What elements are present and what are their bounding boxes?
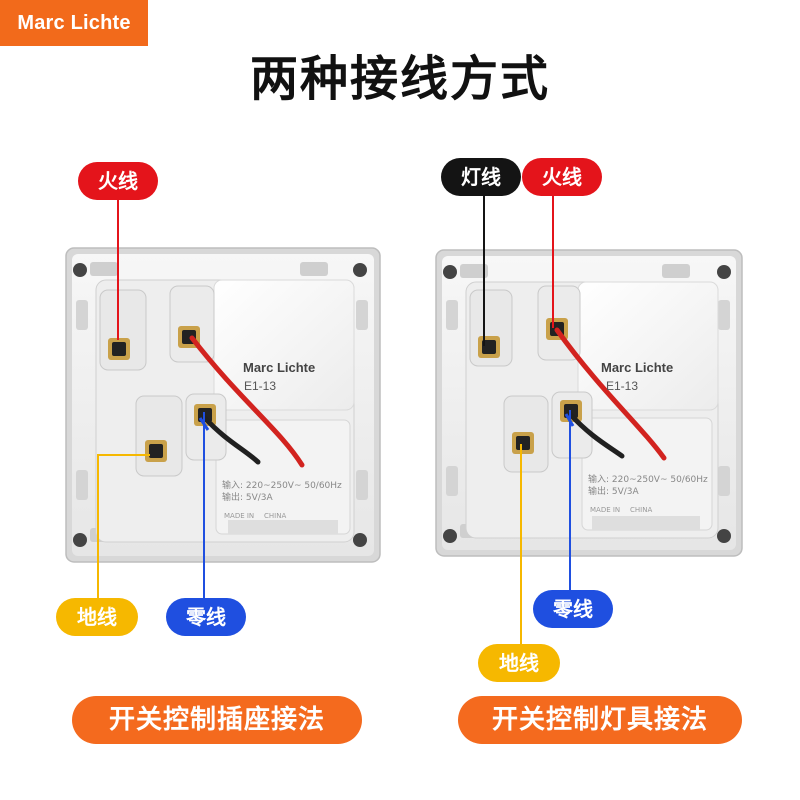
left-model-brand: Marc Lichte bbox=[243, 360, 315, 375]
left-model-code: E1-13 bbox=[244, 379, 276, 393]
left-country: CHINA bbox=[264, 512, 286, 520]
left-made-in: MADE IN bbox=[224, 512, 254, 520]
left-earth-label: 地线 bbox=[56, 598, 138, 636]
right-model-code: E1-13 bbox=[606, 379, 638, 393]
left-spec-input: 输入: 220~250V~ 50/60Hz bbox=[222, 479, 342, 491]
right-live-label: 火线 bbox=[522, 158, 602, 196]
left-spec-output: 输出: 5V/3A bbox=[222, 491, 274, 503]
right-caption: 开关控制灯具接法 bbox=[458, 696, 742, 744]
left-neutral-label: 零线 bbox=[166, 598, 246, 636]
right-earth-label: 地线 bbox=[478, 644, 560, 682]
right-spec-input: 输入: 220~250V~ 50/60Hz bbox=[588, 473, 708, 485]
left-caption: 开关控制插座接法 bbox=[72, 696, 362, 744]
right-made-in: MADE IN bbox=[590, 506, 620, 514]
right-socket-back bbox=[435, 249, 743, 557]
right-lamp-label: 灯线 bbox=[441, 158, 521, 196]
left-earth-leader bbox=[97, 454, 150, 598]
page-title: 两种接线方式 bbox=[249, 51, 550, 107]
left-live-label: 火线 bbox=[78, 162, 158, 200]
right-neutral-label: 零线 bbox=[533, 590, 613, 628]
right-country: CHINA bbox=[630, 506, 652, 514]
right-spec-output: 输出: 5V/3A bbox=[588, 485, 640, 497]
brand-logo: Marc Lichte bbox=[0, 0, 148, 46]
left-socket-back bbox=[65, 247, 381, 563]
right-model-brand: Marc Lichte bbox=[601, 360, 673, 375]
